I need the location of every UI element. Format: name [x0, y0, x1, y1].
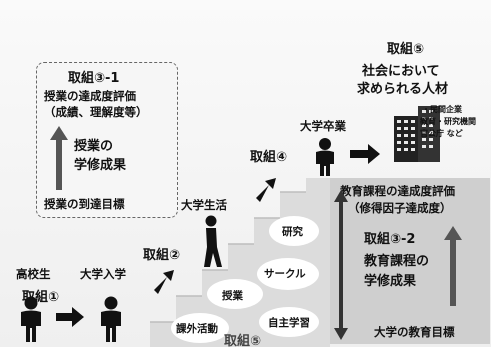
cloud-lecture	[207, 279, 263, 309]
curriculum-outcome-line2: 学修成果	[364, 274, 417, 289]
cloud-extracurricular-label: 課外活動	[176, 323, 218, 335]
cloud-self-study	[259, 307, 319, 337]
cloud-research	[269, 216, 319, 246]
up-arrow-left	[50, 126, 68, 190]
torikumi-5-title: 取組⑤	[387, 42, 425, 57]
torikumi-3-1-title: 取組③-1	[68, 71, 120, 86]
cloud-circle	[257, 258, 319, 290]
double-arrow-vertical	[334, 190, 348, 340]
cloud-research-label: 研究	[282, 226, 303, 238]
highschool-person-icon	[21, 296, 41, 342]
building-icon	[394, 106, 440, 162]
curriculum-achievement-subheading: （修得因子達成度）	[348, 201, 452, 215]
curriculum-achievement-heading: 教育課程の達成度評価	[340, 184, 455, 198]
class-outcome-line2: 学修成果	[74, 158, 127, 173]
class-outcome-line1: 授業の	[74, 139, 114, 154]
up-arrow-right	[444, 226, 462, 306]
curriculum-evaluation-panel	[330, 178, 490, 344]
building-label-2: 教育・研究機関	[420, 117, 476, 126]
torikumi-2-label: 取組②	[143, 248, 181, 263]
building-label-3: 官公庁 など	[420, 129, 463, 138]
torikumi-4-label: 取組④	[250, 150, 288, 165]
step-arrow-4	[256, 178, 276, 202]
building-label-1: ・民間企業	[422, 105, 462, 114]
society-line2: 求められる人材	[357, 82, 449, 97]
cloud-extracurricular	[171, 313, 229, 343]
cloud-circle-label: サークル	[264, 268, 306, 280]
arrow-to-admission	[56, 307, 84, 327]
class-achievement-subheading: （成績、理解度等）	[44, 105, 148, 119]
society-line1: 社会において	[362, 64, 440, 79]
student-person-icon	[101, 296, 121, 342]
climbing-person-icon	[204, 215, 222, 267]
class-goal-label: 授業の到達目標	[44, 197, 125, 211]
graduation-label: 大学卒業	[300, 119, 346, 133]
torikumi-3-2-title: 取組③-2	[364, 232, 416, 247]
curriculum-outcome-line1: 教育課程の	[364, 254, 430, 269]
cloud-lecture-label: 授業	[222, 290, 243, 302]
graduate-person-icon	[316, 138, 334, 176]
campus-life-label: 大学生活	[181, 198, 227, 212]
torikumi-5-bottom-label: 取組⑤	[224, 334, 262, 349]
admission-label: 大学入学	[80, 267, 126, 281]
step-arrow-2	[154, 270, 174, 294]
cloud-self-study-label: 自主学習	[268, 317, 310, 329]
arrow-to-society	[350, 144, 380, 164]
class-achievement-heading: 授業の達成度評価	[44, 89, 136, 103]
university-goal-label: 大学の教育目標	[374, 325, 455, 339]
highschool-label: 高校生	[16, 267, 51, 281]
